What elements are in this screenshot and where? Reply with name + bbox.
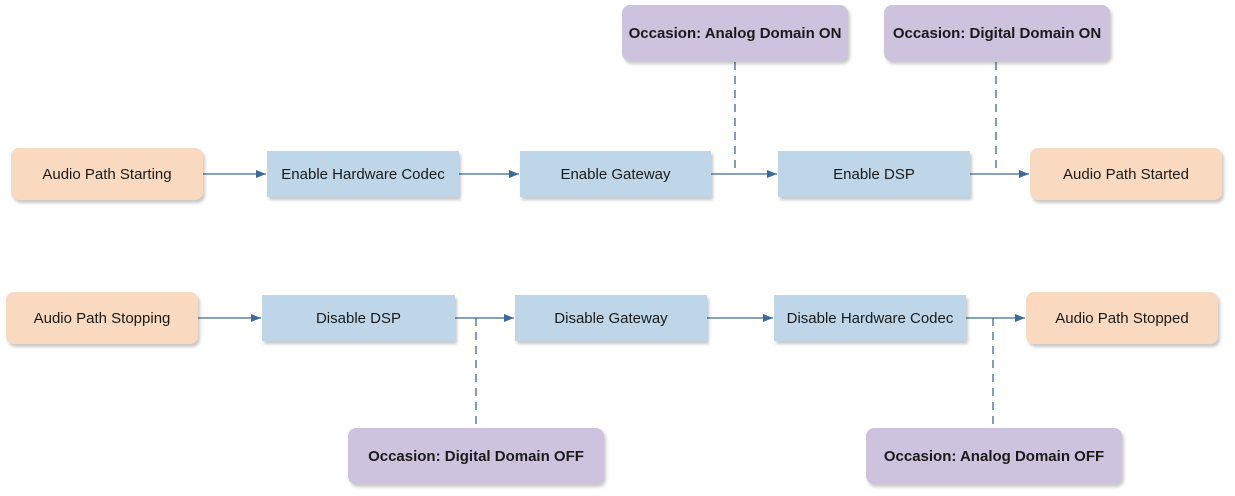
event-analog-domain-off-label: Occasion: Analog Domain OFF <box>883 447 1105 465</box>
enable-hardware-codec-node: Enable Hardware Codec <box>267 151 459 197</box>
event-analog-domain-on: Occasion: Analog Domain ON <box>622 5 848 61</box>
enable-gateway-label: Enable Gateway <box>560 165 671 183</box>
audio-path-starting-label: Audio Path Starting <box>42 165 172 183</box>
disable-dsp-node: Disable DSP <box>262 295 455 341</box>
event-digital-domain-off-label: Occasion: Digital Domain OFF <box>368 447 584 465</box>
event-analog-domain-on-label: Occasion: Analog Domain ON <box>628 24 842 42</box>
audio-path-stopping-node: Audio Path Stopping <box>6 292 198 344</box>
enable-gateway-node: Enable Gateway <box>520 151 711 197</box>
event-digital-domain-on-label: Occasion: Digital Domain ON <box>892 24 1102 42</box>
disable-dsp-label: Disable DSP <box>315 309 402 327</box>
audio-path-stopping-label: Audio Path Stopping <box>33 309 171 327</box>
event-digital-domain-on: Occasion: Digital Domain ON <box>884 5 1110 61</box>
enable-hardware-codec-label: Enable Hardware Codec <box>281 165 445 183</box>
enable-dsp-label: Enable DSP <box>833 165 915 183</box>
disable-hardware-codec-node: Disable Hardware Codec <box>774 295 966 341</box>
disable-hardware-codec-label: Disable Hardware Codec <box>786 309 954 327</box>
audio-path-stopped-label: Audio Path Stopped <box>1055 309 1189 327</box>
disable-gateway-node: Disable Gateway <box>515 295 707 341</box>
audio-path-starting-node: Audio Path Starting <box>11 148 203 200</box>
disable-gateway-label: Disable Gateway <box>554 309 668 327</box>
event-digital-domain-off: Occasion: Digital Domain OFF <box>348 428 604 484</box>
event-analog-domain-off: Occasion: Analog Domain OFF <box>866 428 1122 484</box>
audio-path-started-label: Audio Path Started <box>1063 165 1189 183</box>
enable-dsp-node: Enable DSP <box>778 151 970 197</box>
audio-path-stopped-node: Audio Path Stopped <box>1026 292 1218 344</box>
audio-path-started-node: Audio Path Started <box>1030 148 1222 200</box>
